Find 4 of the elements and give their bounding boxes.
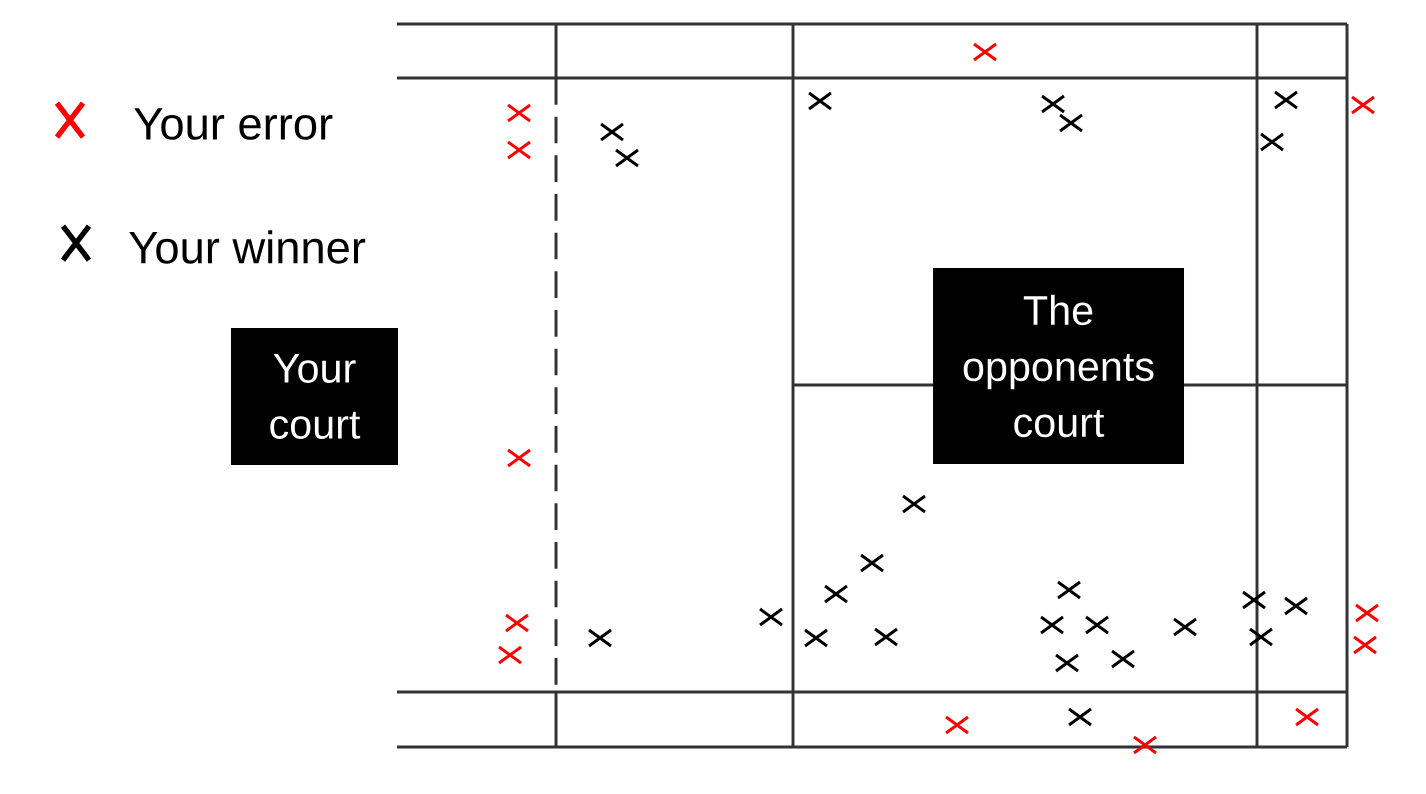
legend-label: Your error bbox=[134, 108, 333, 140]
legend-label: Your winner bbox=[129, 230, 366, 264]
label-box: Your court bbox=[231, 328, 398, 465]
label-box: The opponents court bbox=[933, 268, 1184, 464]
